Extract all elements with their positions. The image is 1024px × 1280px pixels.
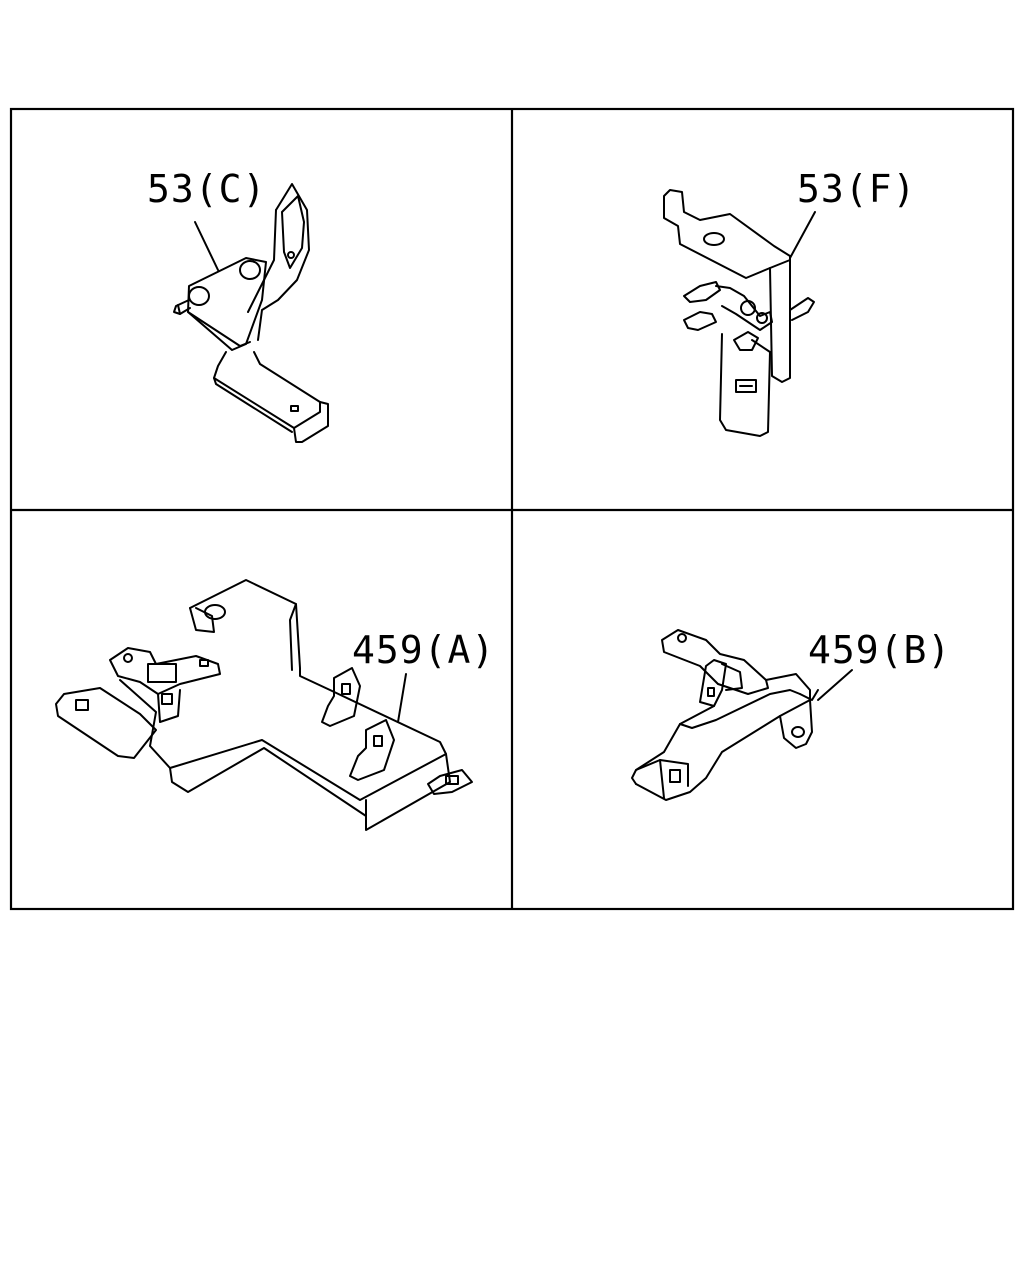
- bracket-53f-drawing: [663, 189, 815, 437]
- panel-459a: 459(A): [55, 579, 495, 831]
- leader-line-53c: [194, 221, 219, 271]
- panel-53c: 53(C): [147, 167, 329, 443]
- callout-53f[interactable]: 53(F): [797, 167, 916, 211]
- bracket-459a-drawing: [55, 579, 473, 831]
- panel-459b: 459(B): [631, 628, 951, 801]
- callout-459b[interactable]: 459(B): [808, 628, 951, 672]
- bracket-53c-drawing: [173, 183, 329, 443]
- leader-line-459a: [397, 673, 407, 723]
- panel-grid: [9, 107, 1015, 911]
- callout-53c[interactable]: 53(C): [147, 167, 266, 211]
- panel-53f: 53(F): [663, 167, 916, 437]
- bracket-459b-drawing: [631, 629, 819, 801]
- leader-line-53f: [789, 211, 816, 259]
- callout-459a[interactable]: 459(A): [352, 628, 495, 672]
- leader-line-459b: [817, 669, 853, 701]
